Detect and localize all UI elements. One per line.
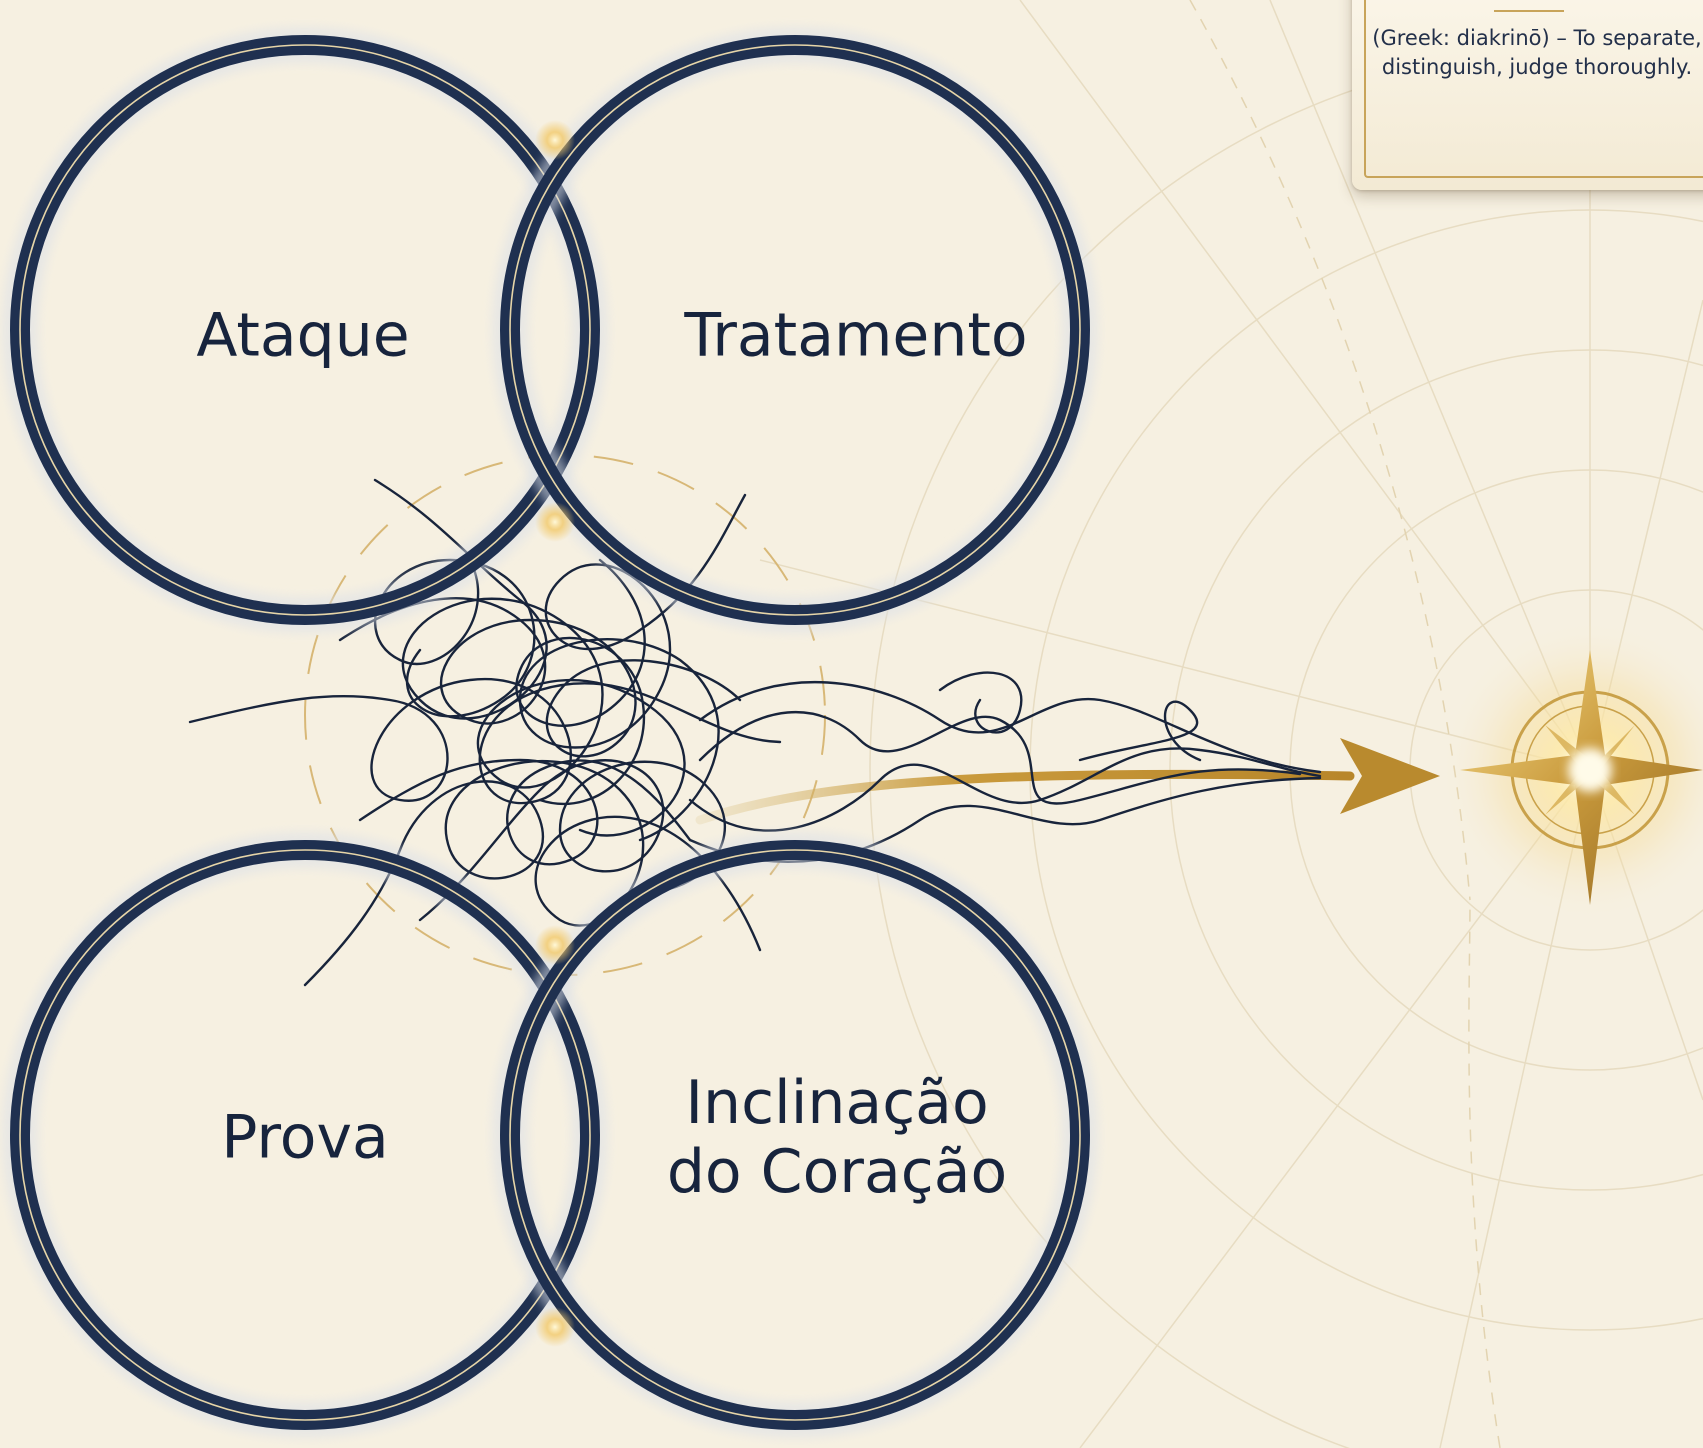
venn-rings (2, 27, 1098, 1438)
definition-text: (Greek: diakrinō) – To separate, disting… (1372, 26, 1702, 79)
circle-label-bottom-right-line1: Inclinação (685, 1068, 989, 1138)
definition-card: (Greek: diakrinō) – To separate, disting… (1352, 0, 1703, 190)
circle-label-bottom-right-line2: do Coração (666, 1137, 1008, 1207)
intersection-sparkles (535, 120, 575, 1347)
ring-top-right (492, 27, 1098, 633)
ring-bottom-left (2, 832, 608, 1438)
circle-label-bottom-left: Prova (221, 1102, 389, 1173)
compass-rose-icon (1440, 620, 1703, 920)
tangled-threads (188, 478, 1322, 987)
gold-arrow-icon (695, 738, 1440, 825)
definition-card-border (1364, 0, 1703, 178)
ring-top-left (2, 27, 608, 633)
ring-bottom-right (492, 832, 1098, 1438)
circle-label-top-left: Ataque (196, 300, 410, 371)
circle-label-bottom-right: Inclinação do Coração (667, 1069, 1007, 1207)
circle-label-top-right: Tratamento (684, 300, 1028, 371)
definition-divider (1494, 10, 1564, 12)
